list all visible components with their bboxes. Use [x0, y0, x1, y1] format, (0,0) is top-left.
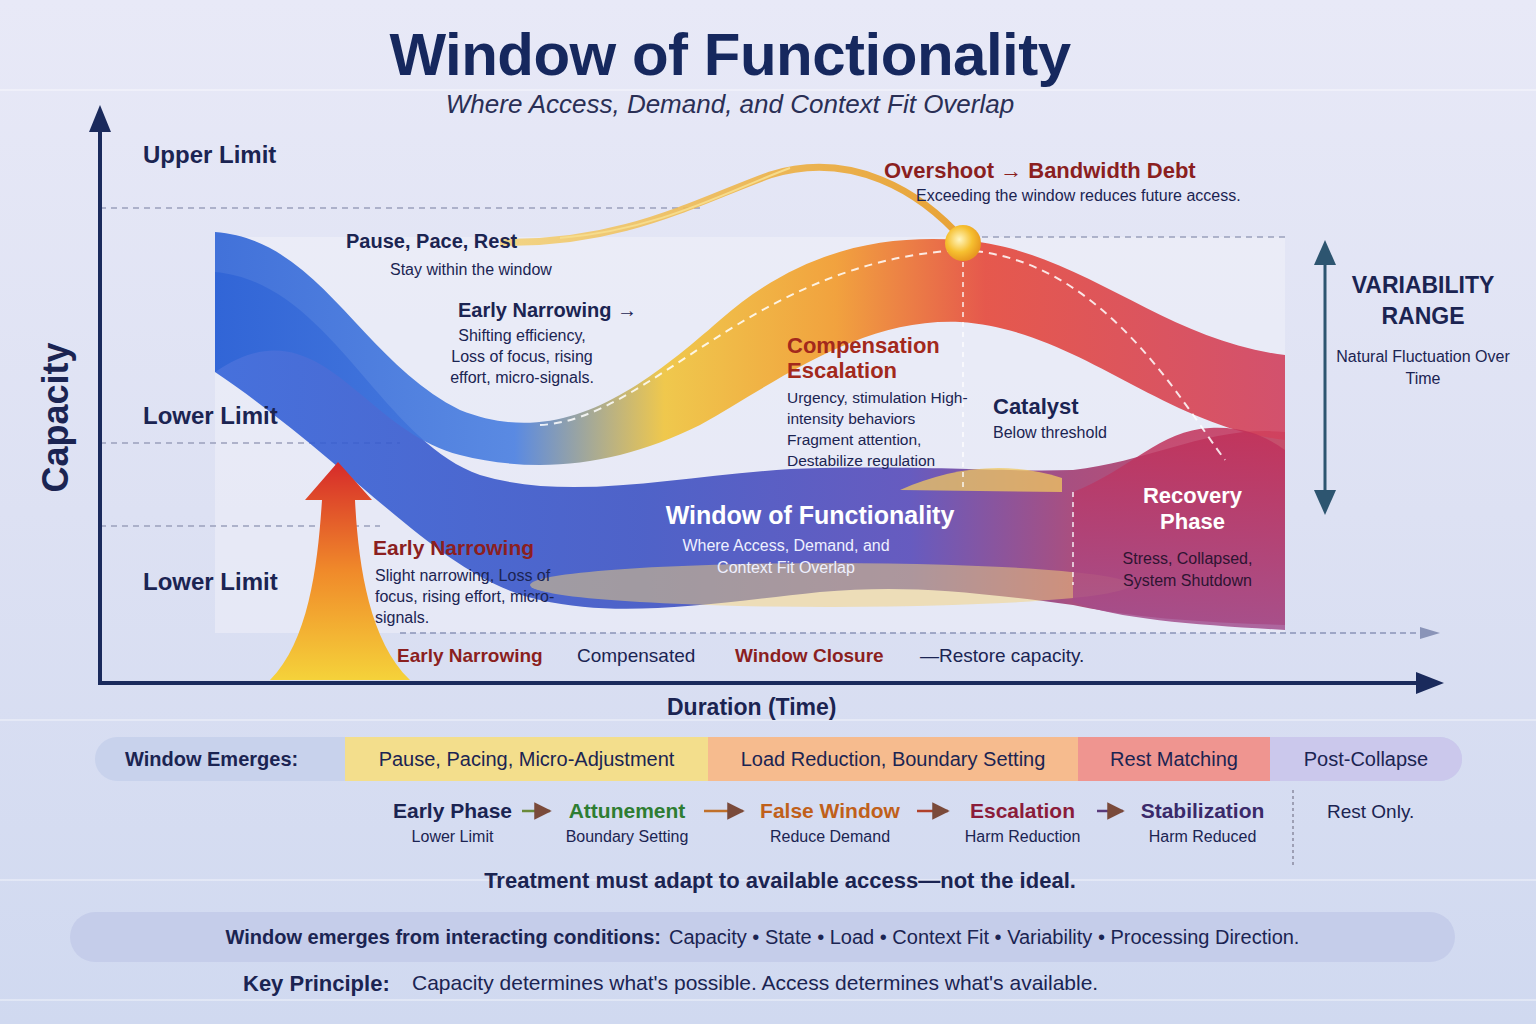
label: Rest Only.: [1327, 800, 1414, 824]
node-text: Load Reduction, Boundary Setting: [708, 737, 1078, 781]
label: Natural Fluctuation Over Time: [1333, 346, 1513, 390]
arrow-head: [1314, 490, 1336, 515]
label: Below threshold: [993, 423, 1107, 443]
phase-divider: [1072, 492, 1074, 585]
phase-step: StabilizationHarm Reduced: [1125, 797, 1280, 853]
conditions-bar: Window emerges from interacting conditio…: [70, 912, 1455, 962]
flow-arrow: [522, 810, 550, 813]
label: Overshoot → Bandwidth Debt: [884, 157, 1196, 185]
label: Early Narrowing: [397, 644, 543, 668]
y-axis: [98, 128, 102, 683]
node-text: Capacity • State • Load • Context Fit • …: [669, 912, 1299, 962]
arrow-head: [1416, 672, 1444, 694]
phase-step: EscalationHarm Reduction: [950, 797, 1095, 853]
node-text: False Window: [745, 797, 915, 825]
node-text: Attunement: [552, 797, 702, 825]
label: Slight narrowing, Loss of focus, rising …: [375, 565, 590, 628]
range-arrow: [1324, 262, 1327, 492]
node-text: Harm Reduced: [1125, 825, 1280, 849]
node-text: Window emerges from interacting conditio…: [226, 912, 661, 962]
flow-arrow: [917, 810, 948, 813]
node-text: Early Phase: [385, 797, 520, 825]
phase-segment: Post-Collapse: [1270, 737, 1462, 781]
label: Early Narrowing: [373, 535, 534, 561]
label: Stress, Collapsed, System Shutdown: [1100, 548, 1275, 592]
arrow-head: [1420, 627, 1440, 639]
node-text: Pause, Pacing, Micro-Adjustment: [345, 737, 708, 781]
phase-divider: [962, 262, 964, 490]
node-text: Escalation: [950, 797, 1095, 825]
node-text: Post-Collapse: [1270, 737, 1462, 781]
upper-band: [215, 232, 1285, 465]
title: Window of Functionality: [0, 20, 1460, 90]
label: Pause, Pace, Rest: [346, 229, 517, 254]
arrow-head: [89, 105, 111, 132]
label: Upper Limit: [143, 140, 276, 170]
label: Shifting efficiency, Loss of focus, risi…: [445, 325, 599, 388]
label: Duration (Time): [667, 693, 837, 722]
node-text: Stabilization: [1125, 797, 1280, 825]
x-axis: [98, 681, 1418, 685]
label: Catalyst: [993, 393, 1079, 421]
node-text: Rest Matching: [1078, 737, 1270, 781]
overshoot-curve: [560, 168, 790, 238]
label: Key Principle:: [243, 970, 390, 998]
label: VARIABILITY RANGE: [1333, 270, 1513, 332]
label: Window of Functionality: [650, 500, 970, 531]
catalyst-hump: [900, 468, 1062, 492]
recovery-hump: [1073, 428, 1285, 630]
time-arrow: [400, 632, 1420, 634]
label: Lower Limit: [143, 567, 278, 597]
label: Capacity: [33, 333, 78, 503]
arrow-head: [1314, 240, 1336, 265]
label: Capacity determines what's possible. Acc…: [412, 970, 1098, 996]
node-text: Lower Limit: [385, 825, 520, 849]
label: Lower Limit: [143, 401, 278, 431]
phase-bar: Window Emerges:Pause, Pacing, Micro-Adju…: [95, 737, 1462, 781]
phase-step: Early PhaseLower Limit: [385, 797, 520, 853]
column-divider: [1292, 790, 1294, 866]
water-streak: [0, 90, 1536, 1000]
label: —Restore capacity.: [920, 644, 1084, 668]
phase-segment: Pause, Pacing, Micro-Adjustment: [345, 737, 708, 781]
label: Treatment must adapt to available access…: [380, 867, 1180, 895]
range-line: [960, 236, 1290, 238]
label: Early Narrowing →: [458, 298, 637, 323]
label: Recovery Phase: [1120, 483, 1265, 535]
phase-segment: Load Reduction, Boundary Setting: [708, 737, 1078, 781]
overshoot-point: [945, 225, 981, 261]
upper-limit-line: [100, 207, 700, 209]
node-text: Boundary Setting: [552, 825, 702, 849]
trend-line: [540, 250, 1225, 460]
label: Exceeding the window reduces future acce…: [916, 186, 1241, 206]
phase-step: AttunementBoundary Setting: [552, 797, 702, 853]
label: Window Closure: [735, 644, 884, 668]
label: Urgency, stimulation High-intensity beha…: [787, 387, 982, 471]
phase-step: False WindowReduce Demand: [745, 797, 915, 853]
label: Stay within the window: [390, 260, 552, 280]
flow-arrow: [704, 810, 743, 813]
phase-segment: Rest Matching: [1078, 737, 1270, 781]
node-text: Harm Reduction: [950, 825, 1095, 849]
label: Where Access, Demand, and Context Fit Ov…: [655, 535, 917, 579]
flow-arrow: [1097, 810, 1123, 813]
label: Compensated: [577, 644, 695, 668]
label: Compensation Escalation: [787, 333, 972, 383]
subtitle: Where Access, Demand, and Context Fit Ov…: [0, 88, 1460, 120]
node-text: Reduce Demand: [745, 825, 915, 849]
